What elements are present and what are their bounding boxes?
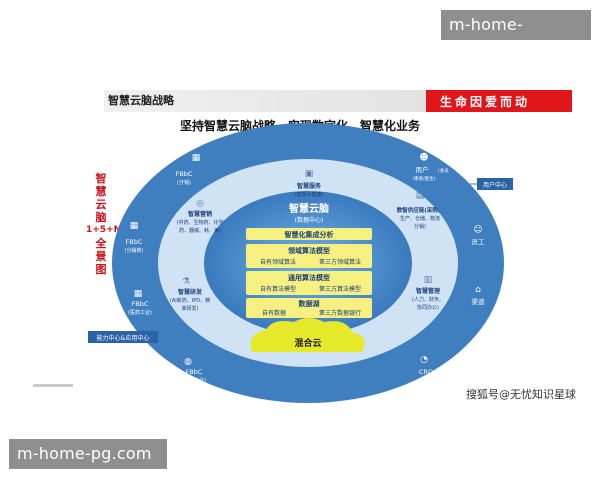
core-row-label: 第三方算法模型 (319, 285, 361, 293)
inner-left-bottom-label: ⚗ 智慧研发 (AI新药、IPD、精 准研发) (170, 277, 210, 312)
core-row-label: 数据湖 (299, 299, 320, 308)
outer-title: FBbC (186, 368, 203, 376)
core-row-box (246, 244, 372, 268)
side-title-char: 云 (95, 198, 107, 211)
side-title-char: 全 (95, 237, 107, 250)
outer-fbbc-left-upper: ▦ FBbC (分销商) (125, 221, 144, 254)
callout-dot (166, 325, 172, 331)
callout-user-center: 用户中心 (483, 181, 507, 189)
inner-icon: ▣ (305, 169, 314, 179)
callout-box (88, 331, 158, 343)
inner-desc: 协同办公) (417, 304, 439, 311)
outer-desc: (分销) (177, 179, 191, 186)
divider (33, 384, 73, 387)
inner-title: 智慧营销 (188, 210, 212, 218)
core-row-label: 自有领域算法 (260, 258, 296, 266)
core-row-label: 通用算法模型 (288, 273, 330, 282)
inner-right-top-label: ▤ 数智供应链(采购、 生产、仓储、物流 分销) (397, 191, 444, 230)
outer-title: 用户 (416, 165, 429, 174)
side-title-char: 图 (95, 263, 107, 276)
mixed-cloud-shape (250, 318, 365, 352)
outer-desc: (会员 (438, 167, 449, 174)
inner-icon: ▥ (424, 275, 433, 285)
outer-title: FBbC (176, 170, 193, 178)
outer-desc: (医药商业) (182, 377, 206, 384)
inner-title: 智慧研发 (178, 288, 202, 296)
outer-icon: ▦ (130, 221, 139, 231)
outer-icon: ▦ (192, 153, 201, 163)
outer-title: 渠道 (472, 297, 486, 306)
outer-icon: ☺ (473, 224, 482, 235)
outer-channel: ⌂ 渠道 (472, 285, 486, 306)
outer-desc: /患者/医生) (413, 175, 436, 182)
inner-desc: (人力、财务、 (412, 296, 444, 303)
outer-icon: ◍ (184, 357, 192, 367)
core-row-label: 自有算法模型 (260, 285, 296, 293)
outer-icon: ▦ (134, 289, 143, 299)
core-row-label: 第三方数据银行 (319, 309, 361, 317)
core-row-label: 第三方领域算法 (319, 258, 361, 266)
core-row-box (246, 298, 372, 318)
watermark-top: m-home-pg.com (441, 10, 591, 64)
inner-icon: ◎ (196, 199, 204, 209)
outer-title: FBbC (132, 300, 149, 308)
outer-title: 员工 (472, 238, 486, 246)
core-subtitle: (数据中心) (295, 216, 324, 224)
inner-right-bottom-label: ▥ 智慧管理 (人力、财务、 协同办公) (412, 275, 444, 311)
inner-desc: 分销) (414, 223, 426, 230)
callout-dot (463, 181, 469, 187)
watermark-bottom: m-home-pg.com (9, 439, 167, 469)
outer-title: CRO (419, 368, 433, 376)
inner-desc: 药、器械、耗、美) (179, 227, 221, 234)
callout-line (157, 329, 169, 338)
core-row-label: 智慧化集成分析 (285, 230, 334, 239)
outer-fbbc-top-left: ▦ FBbC (分销) (176, 153, 201, 186)
core-row-box (246, 228, 372, 240)
inner-desc: (AI新药、IPD、精 (170, 297, 210, 304)
outer-title: FBbC (126, 238, 143, 246)
outer-fbbc-bottom-left: ◍ FBbC (医药商业) (182, 357, 206, 384)
core-row-label: 自有数据 (262, 309, 286, 317)
outer-icon: ◔ (420, 355, 428, 365)
inner-title: 智慧管理 (416, 287, 440, 295)
outer-user: ☻ 用户 (会员 /患者/医生) (413, 152, 450, 182)
header-title: 智慧云脑战略 (108, 94, 174, 107)
side-title-char: 1+5+N (86, 225, 122, 235)
side-title-char: 脑 (95, 211, 107, 224)
inner-top-label: ▣ 智慧服务 (智慧大健康) (295, 169, 324, 198)
inner-icon: ▤ (416, 191, 425, 201)
outer-desc: (分销商) (125, 247, 144, 254)
core-title: 智慧云脑 (289, 202, 329, 215)
side-title-char: 慧 (95, 185, 107, 198)
side-title-char: 景 (95, 250, 107, 263)
inner-desc: 准研发) (182, 305, 199, 312)
callout-box (477, 178, 513, 190)
inner-icon: ⚗ (182, 277, 190, 287)
core-row-label: 领域算法模型 (288, 246, 330, 255)
mixed-cloud-label: 混合云 (294, 337, 321, 349)
inner-desc: 数智供应链(采购、 (397, 206, 444, 214)
header-tag-box (426, 90, 572, 112)
outer-icon: ☻ (419, 152, 428, 163)
outer-fbbc-left-lower: ▦ FBbC (医药工业) (128, 289, 152, 316)
outer-desc: (医药工业) (128, 309, 152, 316)
side-title-char: 智 (95, 172, 107, 185)
header-tag-text: 生命因爱而动 (440, 95, 531, 109)
inner-desc: 生产、仓储、物流 (400, 215, 440, 222)
side-title: 智 慧 云 脑 1+5+N 全 景 图 (86, 172, 122, 276)
outer-staff: ☺ 员工 (472, 224, 486, 246)
outer-icon: ⌂ (475, 285, 481, 295)
inner-desc: (智慧大健康) (295, 191, 324, 198)
outer-cro: ◔ CRO (419, 355, 433, 376)
callout-capability-center: 能力中心&应用中心 (97, 334, 150, 342)
source-credit: 搜狐号@无忧知识星球 (466, 388, 576, 401)
core-row-box (246, 271, 372, 295)
inner-left-top-label: ◎ 智慧营销 (中药、生物药、化学 药、器械、耗、美) (177, 199, 224, 234)
inner-title: 智慧服务 (297, 182, 322, 190)
inner-desc: (中药、生物药、化学 (177, 219, 224, 226)
